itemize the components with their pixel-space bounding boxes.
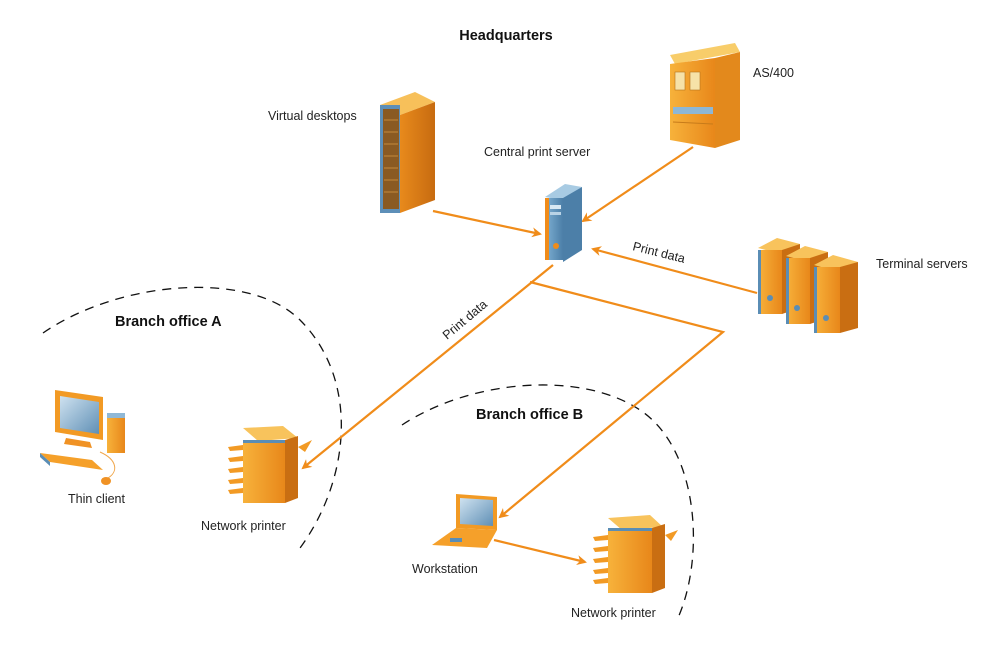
workstation-label: Workstation	[412, 562, 478, 576]
network-printer-a-label: Network printer	[201, 519, 286, 533]
thin-client-label: Thin client	[68, 492, 125, 506]
central-print-server-icon[interactable]	[545, 184, 582, 262]
network-printer-b-label: Network printer	[571, 606, 656, 620]
thin-client-icon[interactable]	[40, 390, 125, 485]
edge-as400-to-server	[581, 146, 694, 223]
terminal-servers-label: Terminal servers	[876, 257, 968, 271]
headquarters-title: Headquarters	[459, 28, 552, 44]
network-printer-a-icon[interactable]	[228, 426, 312, 503]
workstation-laptop-icon[interactable]	[432, 494, 497, 548]
edge-workstation-to-printer-b	[493, 538, 587, 565]
virtual-desktops-rack-icon[interactable]	[380, 92, 435, 213]
branch-b-title: Branch office B	[476, 407, 583, 423]
edge-terminal-to-server	[591, 246, 758, 295]
edge-server-to-printer-a	[301, 264, 554, 470]
edge-server-to-workstation	[498, 280, 726, 519]
virtual-desktops-label: Virtual desktops	[268, 109, 357, 123]
edge-virtual-desktops-to-server	[432, 209, 542, 238]
branch-b-boundary	[401, 384, 695, 621]
central-print-server-label: Central print server	[484, 145, 590, 159]
as400-label: AS/400	[753, 66, 794, 80]
network-printer-b-icon[interactable]	[593, 515, 678, 593]
branch-a-boundary	[42, 286, 342, 549]
terminal-servers-icon[interactable]	[758, 238, 858, 333]
as400-server-icon[interactable]	[670, 43, 740, 148]
branch-a-title: Branch office A	[115, 314, 222, 330]
